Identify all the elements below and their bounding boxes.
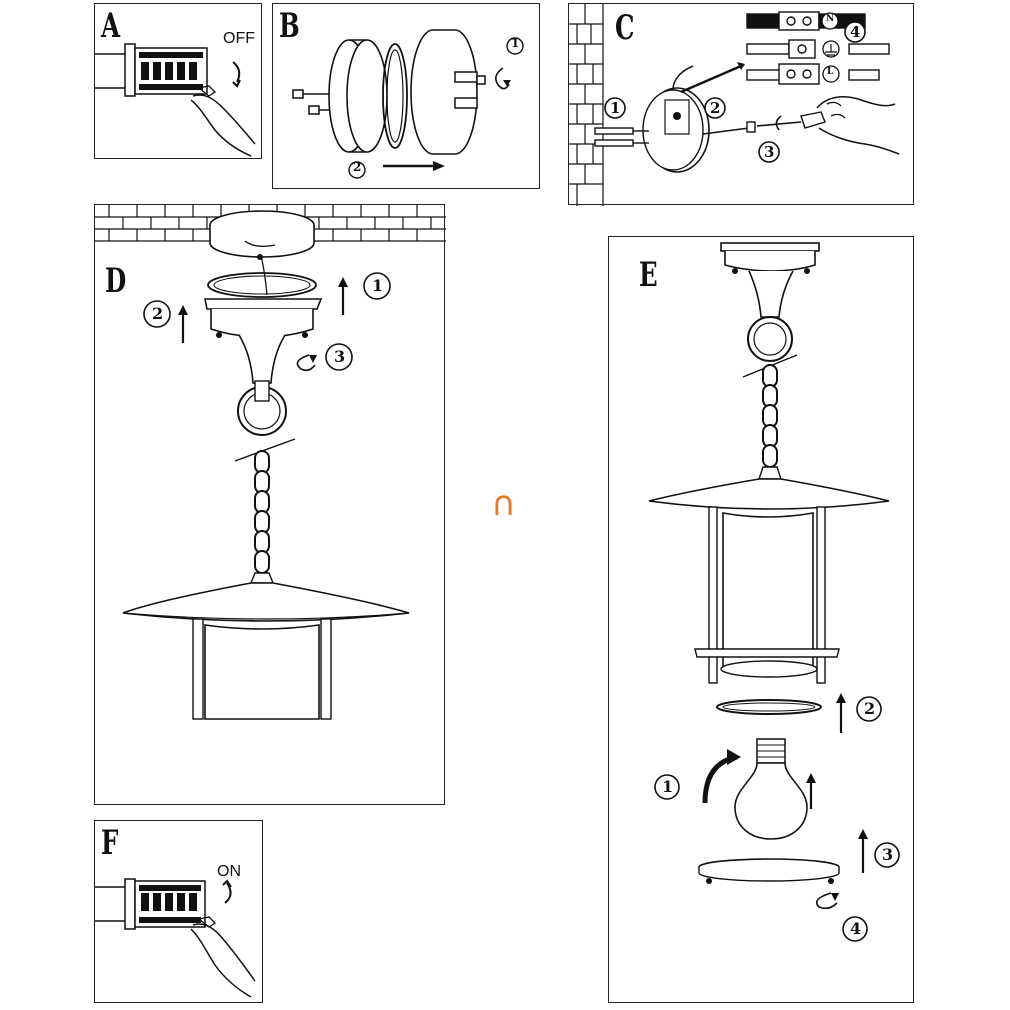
panel-b: B 1 2: [272, 3, 540, 189]
terminal-n-label: N: [826, 14, 835, 24]
canopy-disassembly-illustration: [292, 29, 524, 179]
panel-f: F ON: [94, 820, 263, 1003]
panel-c: C: [568, 3, 914, 206]
panel-b-letter: B: [279, 6, 300, 46]
panel-e-letter: E: [639, 255, 658, 295]
terminal-l-label: L: [827, 67, 834, 77]
step-1-label: 1: [610, 99, 621, 117]
off-label: OFF: [223, 30, 255, 47]
center-mark: ∩: [491, 484, 516, 524]
step-2-label: 2: [864, 699, 876, 718]
step-2-label: 2: [152, 304, 164, 323]
breaker-off-illustration: [95, 43, 256, 157]
panel-a: A OFF: [94, 3, 262, 159]
step-3-label: 3: [334, 347, 346, 366]
pendant-mounting-illustration: [95, 205, 446, 720]
step-1-label: 1: [372, 276, 384, 295]
panel-f-letter: F: [101, 823, 119, 863]
panel-a-letter: A: [101, 6, 121, 46]
step-2-label: 2: [710, 99, 721, 117]
panel-c-letter: C: [615, 8, 635, 48]
panel-d-letter: D: [105, 261, 127, 301]
wiring-illustration: [569, 4, 900, 206]
step-1-label: 1: [511, 36, 520, 50]
step-4-label: 4: [850, 23, 861, 41]
step-2-label: 2: [353, 160, 362, 174]
lamp-bulb-installation-illustration: [648, 242, 900, 942]
step-3-label: 3: [764, 143, 775, 161]
step-4-label: 4: [850, 919, 862, 938]
step-1-label: 1: [662, 777, 674, 796]
breaker-on-illustration: [95, 878, 256, 998]
step-3-label: 3: [882, 845, 894, 864]
on-label: ON: [217, 863, 241, 880]
panel-e: E: [608, 236, 914, 1003]
panel-d: D: [94, 204, 446, 805]
